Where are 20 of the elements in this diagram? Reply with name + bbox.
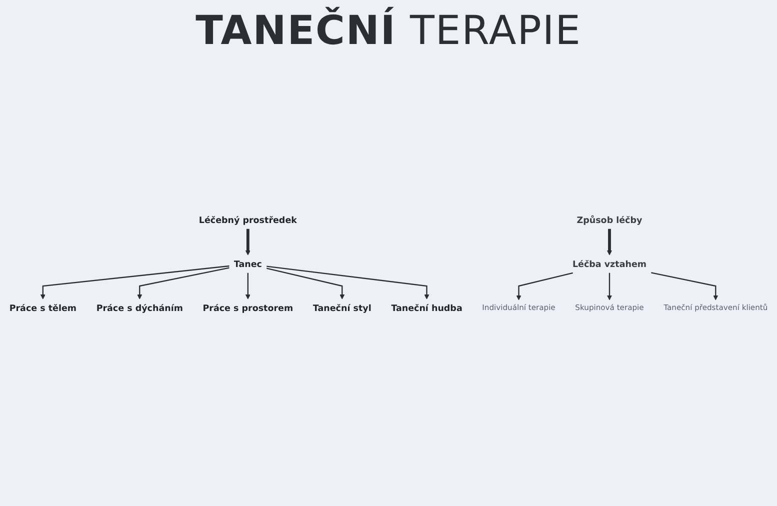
node-text: Způsob léčby — [576, 214, 642, 226]
node-text: Taneční hudba — [391, 302, 462, 314]
node-text: Práce s prostorem — [202, 302, 294, 314]
arrow — [245, 272, 250, 300]
diagram-title: TANEČNÍ TERAPIE — [194, 8, 582, 54]
node-text: Léčebný prostředek — [198, 214, 297, 226]
arrow — [245, 228, 250, 256]
node-text: Práce s tělem — [9, 302, 76, 314]
arrow — [606, 228, 612, 256]
arrow — [516, 272, 573, 300]
node-text: Léčba vztahem — [572, 258, 646, 270]
arrow — [137, 267, 230, 300]
arrow — [651, 272, 718, 300]
arrow — [266, 268, 345, 300]
node-text: Taneční styl — [312, 302, 372, 314]
arrow — [40, 265, 230, 300]
node-text: Tanec — [234, 258, 262, 270]
node-text: Práce s dýcháním — [96, 302, 183, 314]
arrow — [606, 272, 612, 300]
arrow — [266, 266, 430, 300]
